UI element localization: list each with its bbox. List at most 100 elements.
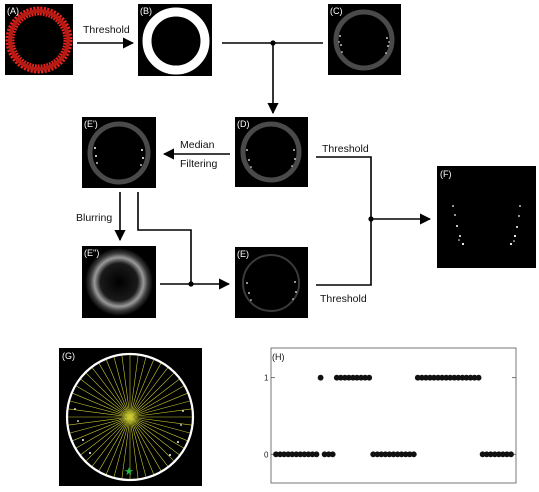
ray-line bbox=[121, 355, 131, 418]
ray-line bbox=[98, 363, 131, 418]
green-star-icon: ★ bbox=[124, 466, 134, 478]
data-point bbox=[277, 451, 283, 458]
data-point bbox=[354, 374, 360, 381]
threshold-right-top-label: Threshold bbox=[322, 143, 369, 155]
data-point bbox=[435, 374, 441, 381]
data-point bbox=[451, 374, 458, 381]
y-tick-label: 1 bbox=[264, 374, 269, 383]
data-point bbox=[439, 374, 445, 381]
ray-line bbox=[92, 416, 131, 467]
panel-g: ★ (G) bbox=[59, 348, 202, 486]
data-point bbox=[495, 451, 502, 458]
ray-line bbox=[106, 416, 131, 475]
data-point bbox=[487, 451, 494, 458]
data-point bbox=[471, 374, 478, 381]
ray-line bbox=[129, 416, 175, 462]
data-point bbox=[309, 451, 316, 458]
panel-d-label: (D) bbox=[237, 119, 250, 129]
data-point bbox=[394, 451, 401, 458]
panel-e-prime: (E') bbox=[82, 117, 156, 188]
data-point bbox=[382, 451, 389, 458]
data-point bbox=[333, 374, 340, 381]
panel-e-prime-label: (E') bbox=[84, 119, 98, 129]
data-point bbox=[459, 374, 466, 381]
data-point bbox=[273, 451, 279, 458]
panel-e: (E) bbox=[235, 247, 308, 318]
ray-line bbox=[129, 367, 168, 418]
ray-line bbox=[98, 416, 131, 471]
data-point bbox=[491, 451, 498, 458]
median-label-2: Filtering bbox=[180, 158, 218, 170]
ray-line bbox=[129, 416, 162, 471]
threshold-bracket bbox=[316, 156, 372, 286]
panel-b: (B) bbox=[138, 4, 212, 76]
data-point bbox=[378, 451, 385, 458]
panel-a: (A) bbox=[5, 4, 73, 75]
data-point bbox=[337, 374, 344, 381]
ray-line bbox=[129, 379, 180, 418]
ray-line bbox=[129, 357, 147, 418]
panel-e-double-prime: (E'') bbox=[82, 246, 156, 318]
panel-g-label: (G) bbox=[62, 351, 75, 361]
data-point bbox=[414, 374, 421, 381]
ray-line bbox=[80, 416, 131, 455]
ray-line bbox=[72, 393, 131, 418]
ray-line bbox=[80, 379, 131, 418]
ray-line bbox=[129, 416, 168, 467]
data-point bbox=[500, 451, 506, 458]
ray-line bbox=[76, 385, 131, 418]
data-point bbox=[329, 451, 336, 458]
ray-line bbox=[68, 408, 131, 418]
data-point bbox=[406, 451, 413, 458]
data-point bbox=[423, 374, 429, 381]
ray-line bbox=[129, 359, 154, 418]
panel-c-label: (C) bbox=[330, 6, 343, 16]
ray-line bbox=[72, 416, 131, 441]
data-point bbox=[402, 451, 409, 458]
data-point bbox=[398, 451, 405, 458]
data-point bbox=[325, 451, 332, 458]
data-point bbox=[467, 374, 474, 381]
data-point bbox=[390, 451, 397, 458]
data-point bbox=[475, 374, 482, 381]
data-point bbox=[374, 451, 381, 458]
ray-line bbox=[76, 416, 131, 449]
data-point bbox=[362, 374, 368, 381]
data-point bbox=[366, 374, 373, 381]
data-point bbox=[297, 451, 304, 458]
ray-line bbox=[70, 400, 131, 418]
data-point bbox=[289, 451, 296, 458]
data-point bbox=[447, 374, 454, 381]
blurring-label: Blurring bbox=[76, 212, 112, 224]
data-point bbox=[455, 374, 462, 381]
chart-points bbox=[273, 374, 514, 458]
data-point bbox=[419, 374, 425, 381]
chart-frame bbox=[270, 347, 517, 484]
data-point bbox=[321, 451, 328, 458]
white-mask-ring bbox=[142, 7, 210, 75]
data-point bbox=[427, 374, 433, 381]
data-point bbox=[431, 374, 437, 381]
ray-line bbox=[129, 416, 180, 455]
panel-d: (D) bbox=[235, 117, 308, 187]
panel-f: (F) bbox=[437, 166, 536, 268]
ray-line bbox=[129, 408, 192, 418]
data-point bbox=[483, 451, 490, 458]
panel-e-label: (E) bbox=[237, 249, 249, 259]
junction-dot-e bbox=[188, 281, 194, 287]
median-label-1: Median bbox=[180, 139, 215, 151]
data-point bbox=[350, 374, 356, 381]
junction-dot-f bbox=[368, 216, 374, 222]
ray-line bbox=[129, 416, 139, 479]
ray-line bbox=[129, 416, 192, 426]
data-point bbox=[285, 451, 292, 458]
ray-line bbox=[129, 416, 190, 434]
data-point bbox=[463, 374, 470, 381]
ray-line bbox=[113, 357, 131, 418]
data-point bbox=[346, 374, 352, 381]
panel-e-double-prime-label: (E'') bbox=[84, 248, 99, 258]
panel-b-label: (B) bbox=[140, 6, 152, 16]
threshold-top-label: Threshold bbox=[83, 24, 130, 36]
connector-e-prime-e bbox=[137, 192, 192, 284]
ray-line bbox=[129, 400, 190, 418]
